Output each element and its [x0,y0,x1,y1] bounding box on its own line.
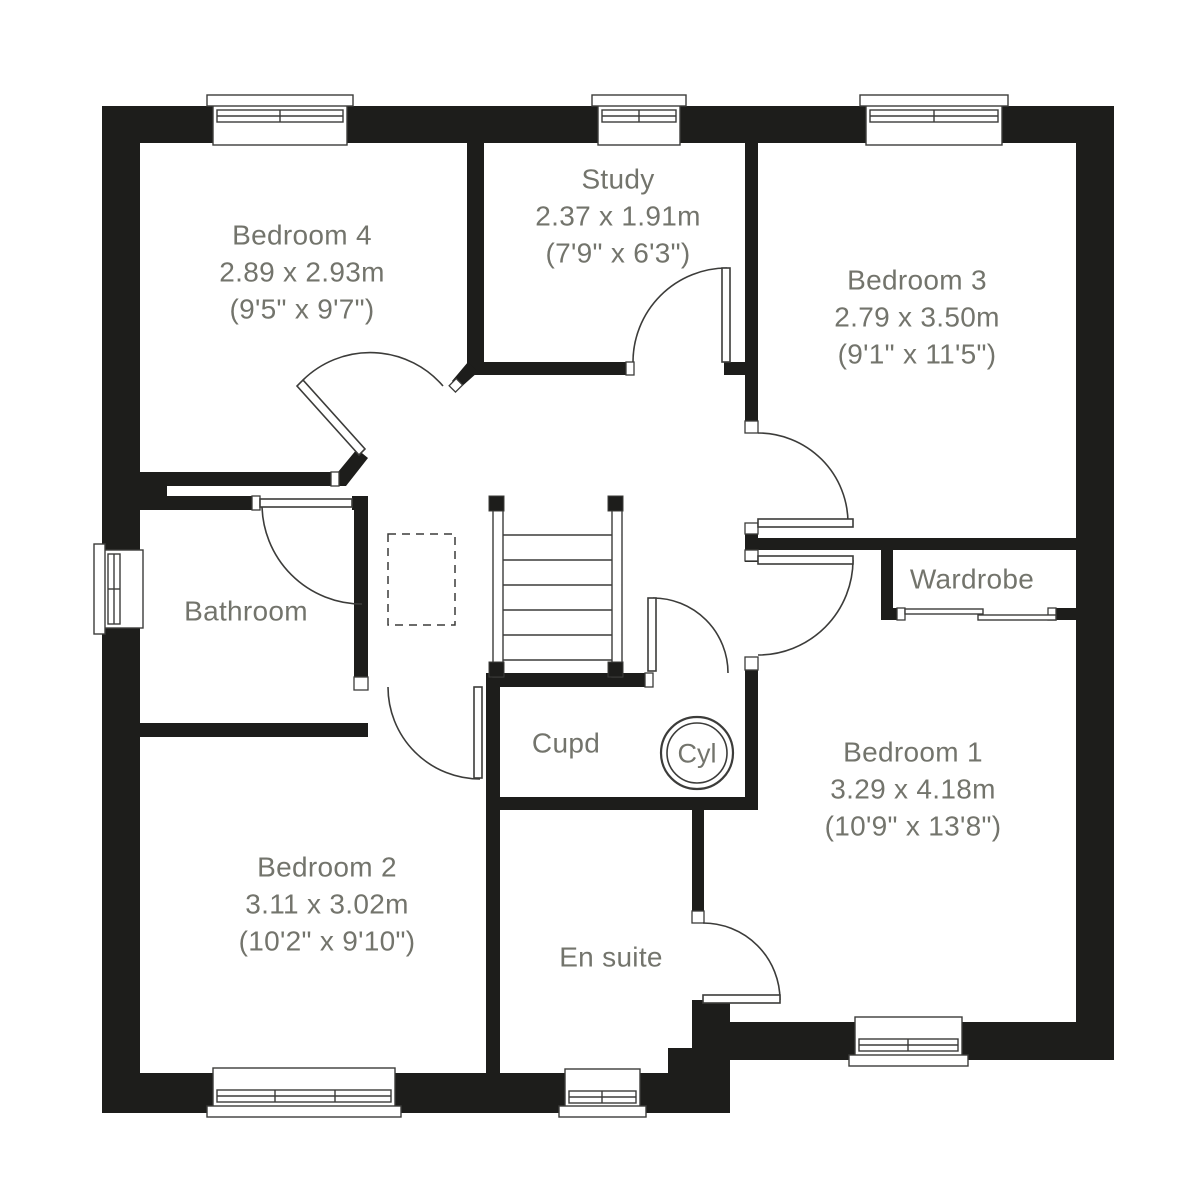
stairs-left-rail [492,499,504,678]
room-dims-imperial: (9'1" x 11'5") [837,338,997,370]
loft-hatch-dashed-outline [387,533,456,626]
bedroom4-window-icon [206,94,354,146]
wall-study-south [467,362,633,375]
ensuite-label: En suite [559,939,663,976]
wall-bathroom-top [140,496,260,510]
wall-cupboard-bottom [486,797,758,810]
wall-bathroom-right [354,496,368,690]
wall-exterior-right [1076,106,1114,1060]
jamb-bathroom-left [251,495,261,511]
bedroom2-window-icon [206,1067,402,1118]
wall-ensuite-right [692,810,704,923]
bedroom1-label: Bedroom 1 3.29 x 4.18m (10'9" x 13'8") [825,734,1002,845]
stairs-newel-post [488,661,505,678]
jamb-study-chamfer [448,377,464,393]
cylinder-icon [659,715,735,791]
wardrobe-sliding-door-icon [904,608,1057,621]
room-dims-metric: 2.89 x 2.93m [219,256,385,288]
stairs-newel-post [488,495,505,512]
stairs-newel-post [607,495,624,512]
jamb-bedroom1-top [744,549,759,562]
room-dims-metric: 3.11 x 3.02m [245,888,409,920]
bedroom3-label: Bedroom 3 2.79 x 3.50m (9'1" x 11'5") [834,262,999,373]
wall-ensuite-hinge-block [692,1000,730,1075]
windows [93,94,1057,1118]
bedroom2-door-arc [387,686,481,780]
bedroom3-door-arc [757,432,849,524]
wall-study-bedroom3 [745,143,758,433]
jamb-ensuite [691,910,705,924]
bedroom4-label: Bedroom 4 2.89 x 2.93m (9'5" x 9'7") [219,217,384,328]
room-dims-imperial: (10'2" x 9'10") [238,925,416,957]
study-window-icon [591,94,687,146]
jamb-bedroom4 [330,471,340,487]
ensuite-door-leaf [702,994,781,1004]
cylinder-text: Cyl [677,738,717,769]
wall-bedroom3-bottom [758,538,1077,550]
room-name: Wardrobe [909,563,1035,595]
bathroom-door-leaf [259,498,353,508]
room-dims-metric: 2.37 x 1.91m [535,200,701,232]
jamb-cupboard-left [644,672,654,688]
wall-cupboard-right [745,670,758,810]
cylinder-label: Cyl [678,739,717,770]
room-dims-imperial: (9'5" x 9'7") [229,293,375,325]
bedroom1-window-icon [848,1016,969,1067]
study-door-leaf [721,267,731,363]
bedroom4-door-leaf [295,378,367,457]
wall-bedroom4-bottom [140,472,338,486]
doors [259,267,854,1004]
stairs-icon [488,495,624,678]
room-dims-metric: 3.29 x 4.18m [830,773,996,805]
cupboard-label: Cupd [532,725,600,762]
room-name: Bedroom 2 [257,851,397,883]
jamb-bedroom3-bottom [744,522,759,535]
wall-bathroom-bottom [102,723,368,737]
wall-bedroom4-chamfer [338,449,368,486]
jamb-bathroom-wall-end [353,676,369,691]
bedroom3-door-leaf [757,518,854,528]
room-dims-imperial: (7'9" x 6'3") [545,237,691,269]
bedroom4-door-arc [302,351,444,387]
bedroom1-door-leaf [757,555,854,565]
room-name: En suite [559,941,663,973]
wall-wardrobe-left [881,550,893,620]
wall-bedroom4-study [467,143,484,363]
cupboard-door-arc [652,597,729,674]
jamb-study [625,361,635,376]
study-label: Study 2.37 x 1.91m (7'9" x 6'3") [535,161,700,272]
wardrobe-label: Wardrobe [910,561,1034,598]
jamb-wardrobe-left [896,607,906,621]
cupboard-door-leaf [647,597,657,672]
room-name: Bedroom 1 [843,736,983,768]
bedroom2-door-leaf [473,686,483,779]
wall-wardrobe-bottom-right [1056,608,1077,620]
bathroom-door-arc [261,503,363,605]
wall-cupboard-top [486,673,653,687]
jamb-bedroom3-top [744,420,759,434]
bathroom-window-icon [93,543,144,635]
bedroom3-window-icon [859,94,1009,146]
ensuite-window-icon [558,1068,647,1118]
room-name: Bedroom 3 [847,264,987,296]
room-name: Bathroom [184,595,308,627]
bedroom1-door-arc [757,559,854,656]
bedroom2-label: Bedroom 2 3.11 x 3.02m (10'2" x 9'10") [239,849,416,960]
study-door-arc [632,267,728,363]
room-name: Study [581,163,655,195]
wall-corridor [486,673,500,1077]
room-dims-imperial: (10'9" x 13'8") [824,810,1002,842]
ensuite-door-arc [702,922,781,1001]
jamb-cupboard-right [744,656,759,671]
room-dims-metric: 2.79 x 3.50m [834,301,1000,333]
room-name: Bedroom 4 [232,219,372,251]
room-name: Cupd [531,727,601,759]
stairs-newel-post [607,661,624,678]
bathroom-label: Bathroom [184,593,308,630]
stairs-right-rail [611,499,623,678]
